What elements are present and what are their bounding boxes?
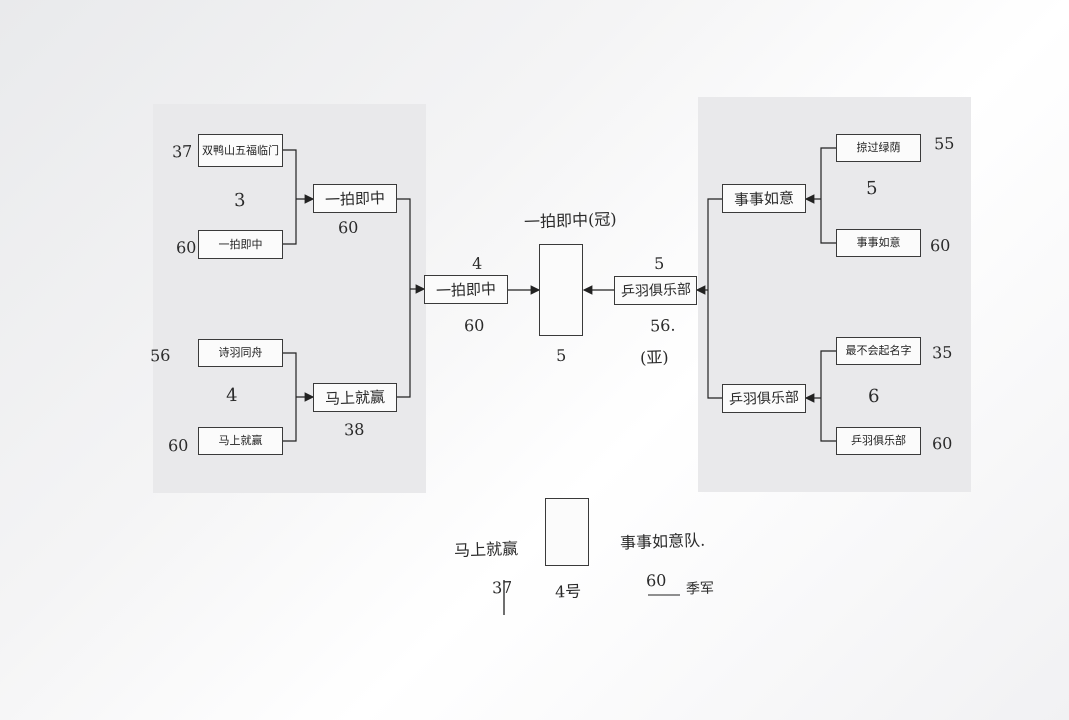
- final-box: [539, 244, 583, 336]
- right-semi-team: 乒羽俱乐部: [614, 276, 697, 305]
- left-r1-score-3: 56: [149, 345, 171, 366]
- final-table: 5: [555, 345, 567, 366]
- left-r1-score-2: 60: [175, 237, 197, 258]
- right-r1-score-1: 55: [933, 133, 955, 154]
- third-left-team: 马上就赢: [453, 538, 519, 561]
- third-right-score: 60: [645, 570, 667, 591]
- right-r2-team-2-text: 乒羽俱乐部: [728, 389, 800, 408]
- right-r1-score-4: 60: [931, 433, 953, 454]
- left-semi-table: 4: [471, 253, 483, 274]
- right-r1-score-2: 60: [929, 235, 951, 256]
- right-semi-score: 56.: [649, 315, 676, 336]
- left-r1-score-1: 37: [171, 141, 193, 162]
- left-r1-team-2: 一拍即中: [198, 230, 283, 259]
- left-r2-team-2-text: 马上就赢: [324, 387, 386, 408]
- left-r2-team-1: 一拍即中: [313, 184, 397, 213]
- left-r2-score-2: 38: [343, 419, 365, 440]
- right-r1-team-3: 最不会起名字: [836, 337, 921, 365]
- third-place-box: [545, 498, 589, 566]
- left-r1-team-4: 马上就赢: [198, 427, 283, 455]
- right-semi-note: (亚): [639, 347, 669, 368]
- left-r2-team-2: 马上就赢: [313, 383, 397, 412]
- right-r1-team-1: 掠过绿荫: [836, 134, 921, 162]
- left-semi-score: 60: [463, 315, 485, 336]
- right-r1-table-2: 6: [867, 385, 880, 408]
- left-r1-team-1: 双鸭山五福临门: [198, 134, 283, 167]
- right-semi-team-text: 乒羽俱乐部: [620, 281, 691, 300]
- right-r2-team-2: 乒羽俱乐部: [722, 384, 806, 413]
- left-r1-score-4: 60: [167, 435, 189, 456]
- right-r1-team-4: 乒羽俱乐部: [836, 427, 921, 455]
- right-r1-table-1: 5: [865, 177, 878, 200]
- right-r1-team-2: 事事如意: [836, 229, 921, 257]
- right-panel: [698, 97, 971, 492]
- third-right-team: 事事如意队.: [619, 530, 706, 553]
- right-r1-score-3: 35: [931, 342, 953, 363]
- left-semi-team: 一拍即中: [424, 275, 508, 304]
- right-r2-team-1-text: 事事如意: [733, 188, 795, 209]
- left-r1-table-1: 3: [233, 189, 246, 212]
- left-r1-table-2: 4: [225, 384, 238, 407]
- third-right-note: 季军: [685, 580, 715, 598]
- left-r1-team-3: 诗羽同舟: [198, 339, 283, 367]
- left-r2-score-1: 60: [337, 217, 359, 238]
- left-semi-team-text: 一拍即中: [435, 279, 497, 300]
- third-left-score: 37: [491, 577, 513, 598]
- left-r2-team-1-text: 一拍即中: [324, 188, 386, 209]
- right-semi-table: 5: [653, 253, 665, 274]
- third-table: 4号: [554, 581, 582, 602]
- final-label: 一拍即中(冠): [523, 209, 617, 232]
- right-r2-team-1: 事事如意: [722, 184, 806, 213]
